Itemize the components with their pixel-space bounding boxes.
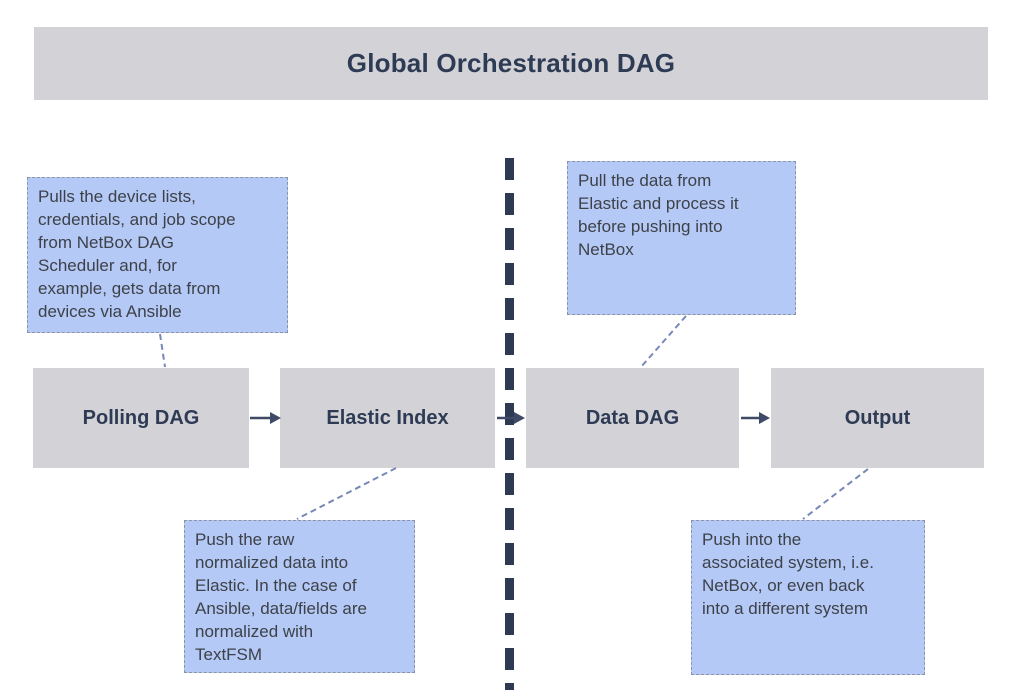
arrow-data-dag-to-output — [741, 412, 770, 424]
callout-polling-dag: Pulls the device lists, credentials, and… — [27, 177, 288, 333]
arrow-polling-to-elastic — [250, 412, 281, 424]
diagram-title-bar: Global Orchestration DAG — [34, 27, 988, 100]
node-data-dag: Data DAG — [526, 368, 739, 468]
node-elastic-index: Elastic Index — [280, 368, 495, 468]
node-elastic-index-label: Elastic Index — [326, 406, 449, 429]
node-polling-dag: Polling DAG — [33, 368, 249, 468]
connector-line-callout1-to-polling-dag — [159, 333, 166, 368]
node-polling-dag-label: Polling DAG — [82, 406, 200, 429]
connector-line-output-to-callout4 — [802, 468, 869, 520]
node-output-label: Output — [844, 406, 911, 429]
connector-line-elastic-index-to-callout3 — [296, 467, 397, 520]
callout-elastic-index: Push the raw normalized data into Elasti… — [184, 520, 415, 673]
diagram-title: Global Orchestration DAG — [346, 48, 676, 78]
callout-data-dag: Pull the data from Elastic and process i… — [567, 161, 796, 315]
node-output: Output — [771, 368, 984, 468]
node-data-dag-label: Data DAG — [585, 406, 680, 429]
callout-output: Push into the associated system, i.e. Ne… — [691, 520, 925, 675]
vertical-dashed-divider — [505, 158, 514, 690]
connector-line-callout2-to-data-dag — [640, 315, 687, 368]
